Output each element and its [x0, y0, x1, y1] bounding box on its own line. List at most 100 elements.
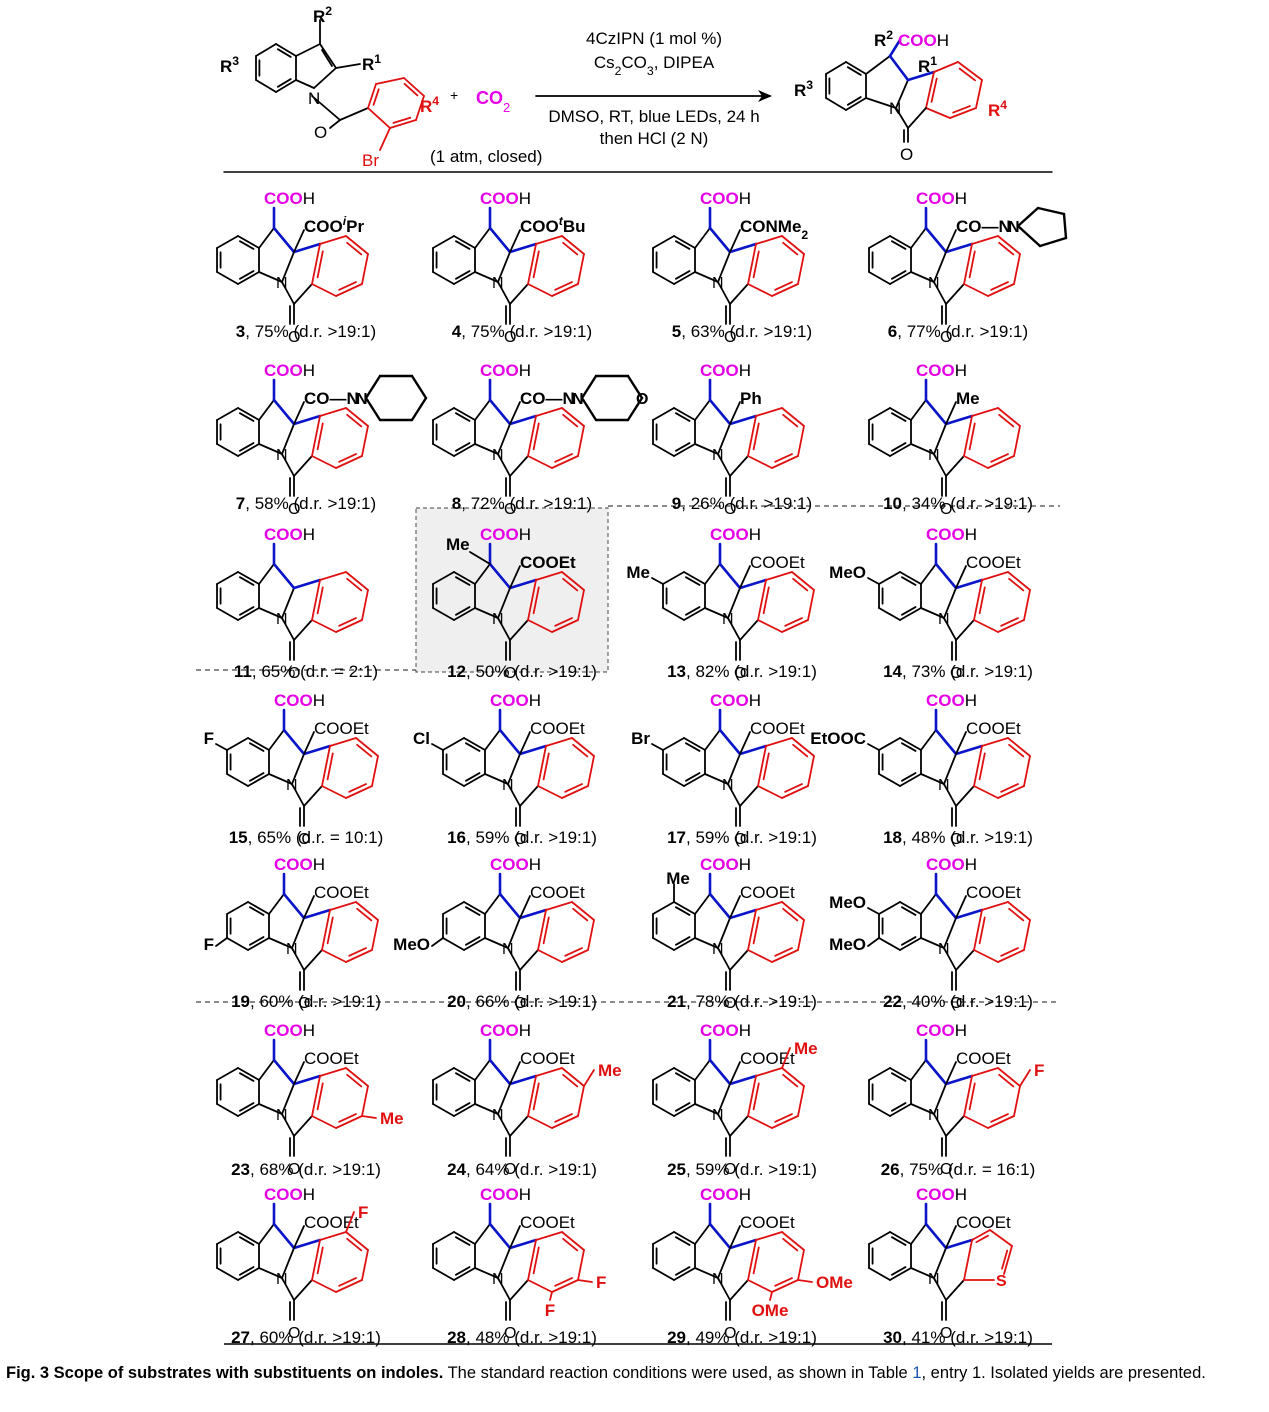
aromatic-double-bond: [891, 1236, 907, 1246]
compound-number: 6: [887, 322, 898, 341]
label-part: O: [288, 501, 300, 518]
isoindolinone-benzene-bond: [973, 785, 999, 799]
cooh-label: COOH: [480, 1021, 531, 1040]
label-part: Me: [598, 1061, 622, 1080]
compound-yield: 48%: [475, 1328, 510, 1347]
c9b-n-bond: [497, 423, 511, 455]
cooh-label: COOH: [700, 189, 751, 208]
isoindolinone-benzene-bond: [577, 1249, 585, 1281]
oxygen-label: O: [724, 501, 736, 518]
label-part: MeO: [829, 563, 866, 582]
cooh-label: COOH: [926, 691, 977, 710]
carbonyl-n-bond: [507, 783, 521, 807]
isoindolinone-benzene-bond: [335, 1115, 363, 1129]
caption-paren-open: (: [509, 992, 520, 1011]
nitrogen-label: N: [712, 1107, 724, 1124]
product-aryl-bond: [975, 79, 983, 109]
compound-caption: 24, 64% (d.r. >19:1): [392, 1160, 652, 1180]
indoline-benzene-bond: [662, 773, 685, 787]
label-part: H: [955, 189, 967, 208]
caption-paren-open: (: [291, 828, 302, 847]
indole-benzene-bond: [255, 43, 277, 57]
caption-paren-open: (: [288, 494, 300, 513]
indoline-benzene-bond: [226, 937, 249, 951]
label-part: EtOOC: [810, 729, 866, 748]
caption-paren-open: (: [945, 828, 956, 847]
oxygen-label: O: [504, 329, 516, 346]
indoline-benzene-bond: [889, 1103, 912, 1117]
table-reference-link[interactable]: 1: [912, 1364, 922, 1382]
aromatic-double-bond: [455, 1266, 471, 1276]
isoindolinone-benzene-bond: [997, 619, 1025, 633]
label-part: H: [303, 1021, 315, 1040]
nitrogen-label: N: [492, 1107, 504, 1124]
aromatic-double-bond: [239, 442, 255, 452]
compound-dr: d.r. >19:1: [519, 992, 592, 1011]
thiophene-bond: [971, 1229, 991, 1241]
caption-paren-open: (: [295, 662, 306, 681]
new-c-aryl-bond: [738, 744, 768, 756]
isoindolinone-benzene-bond: [1007, 571, 1031, 591]
indoline-substituent-bond: [431, 937, 444, 947]
r1-label: COOEt: [750, 719, 805, 738]
indoline-benzene-bond: [247, 773, 270, 787]
isoindolinone-benzene-bond: [527, 1239, 537, 1281]
new-c-aryl-bond: [518, 908, 548, 920]
aromatic-double-bond: [403, 82, 419, 97]
isoindolinone-benzene-bond: [1013, 253, 1021, 285]
isoindolinone-benzene-bond: [561, 571, 585, 591]
label-part: COO: [480, 361, 519, 380]
caption-paren-open: (: [293, 1328, 304, 1347]
aromatic-double-bond: [562, 1073, 579, 1088]
indoline-benzene-bond: [237, 1231, 260, 1245]
label-part: O: [950, 831, 962, 848]
caption-paren-open: (: [729, 1328, 740, 1347]
cooh-label: COOH: [264, 189, 315, 208]
aromatic-double-bond: [455, 1072, 471, 1082]
indoline-substituent-bond: [867, 937, 880, 947]
indoline-c3-bond: [910, 1059, 927, 1081]
condition-catalyst: 4CzIPN (1 mol %): [586, 29, 722, 48]
caption-paren-open: (: [724, 322, 736, 341]
compound-number: 9: [671, 494, 682, 513]
indoline-substituent-label: Me: [666, 869, 690, 888]
indoline-benzene-bond: [889, 443, 912, 457]
indoline-substituent-bond: [867, 577, 880, 585]
label-part: O: [950, 995, 962, 1012]
aryl-carbonyl-bond: [945, 1115, 965, 1137]
compound-yield: 41%: [911, 1328, 946, 1347]
oxygen-label: O: [298, 831, 310, 848]
new-cc-bond: [708, 398, 732, 426]
label-part: N: [308, 89, 320, 108]
label-part: Cl: [413, 729, 430, 748]
isoindolinone-benzene-bond: [797, 425, 805, 457]
label-part: O: [734, 831, 746, 848]
aromatic-double-bond: [891, 240, 907, 250]
indoline-benzene-bond: [652, 901, 675, 915]
aromatic-double-bond: [901, 906, 917, 916]
indoline-c3-bond: [920, 563, 937, 585]
new-c-aryl-bond: [906, 70, 936, 82]
aromatic-double-bond: [346, 241, 363, 256]
nitrogen-label: N: [928, 1271, 940, 1288]
n-aryl-bond: [694, 271, 719, 283]
oxygen-label: O: [514, 831, 526, 848]
label-part: COO: [700, 361, 739, 380]
indoline-benzene-bond: [868, 235, 891, 249]
r1-label: COOEt: [304, 1049, 359, 1068]
n-aryl-bond: [910, 443, 935, 455]
aromatic-double-bond: [554, 453, 573, 463]
aromatic-double-bond: [968, 250, 976, 279]
isoindolinone-benzene-bond: [321, 909, 331, 951]
aromatic-double-bond: [901, 742, 917, 752]
product-aryl-bond: [933, 61, 959, 73]
compound-caption: 21, 78% (d.r. >19:1): [612, 992, 872, 1012]
r1-label: COOEt: [740, 883, 795, 902]
aryl-carbonyl-bond: [509, 455, 529, 477]
aromatic-double-bond: [554, 1277, 573, 1287]
indoline-c3-bond: [484, 893, 501, 915]
caption-paren-close: ): [1027, 1328, 1033, 1347]
